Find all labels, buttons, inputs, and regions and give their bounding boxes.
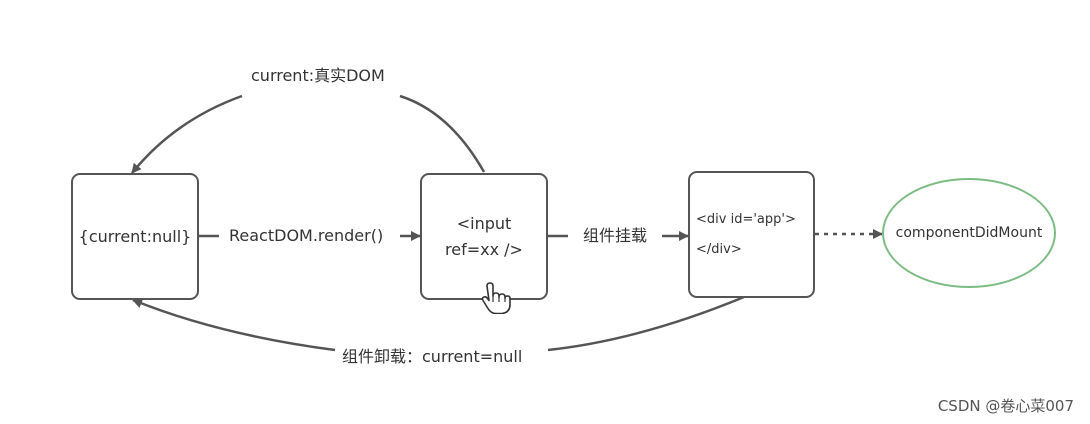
label-unmount: 组件卸载：current=null [342,347,523,367]
label-mount: 组件挂载 [583,226,648,246]
node-component-did-mount: componentDidMount [882,178,1056,288]
edge-unmount-right [547,295,745,352]
hand-pointer-cursor-icon [481,282,511,314]
input-line-2: ref=xx /> [445,239,523,259]
node-app-div: <div id='app'> </div> [688,171,815,298]
div-line-1: <div id='app'> [696,211,796,227]
ref-object-label: {current:null} [78,226,192,246]
div-line-2: </div> [696,241,742,257]
input-element-label: <input ref=xx /> [445,211,523,263]
app-div-label: <div id='app'> </div> [696,205,796,265]
edge-unmount-left [132,298,336,352]
edge-current-dom-right [399,94,486,173]
watermark: CSDN @卷心菜007 [937,397,1074,415]
component-did-mount-label: componentDidMount [895,225,1043,241]
input-line-1: <input [456,213,512,233]
label-current-dom: current:真实DOM [251,66,385,86]
label-render: ReactDOM.render() [229,226,384,246]
node-input-element: <input ref=xx /> [420,173,548,300]
edge-current-dom-left [131,94,243,174]
node-ref-object: {current:null} [71,173,199,300]
